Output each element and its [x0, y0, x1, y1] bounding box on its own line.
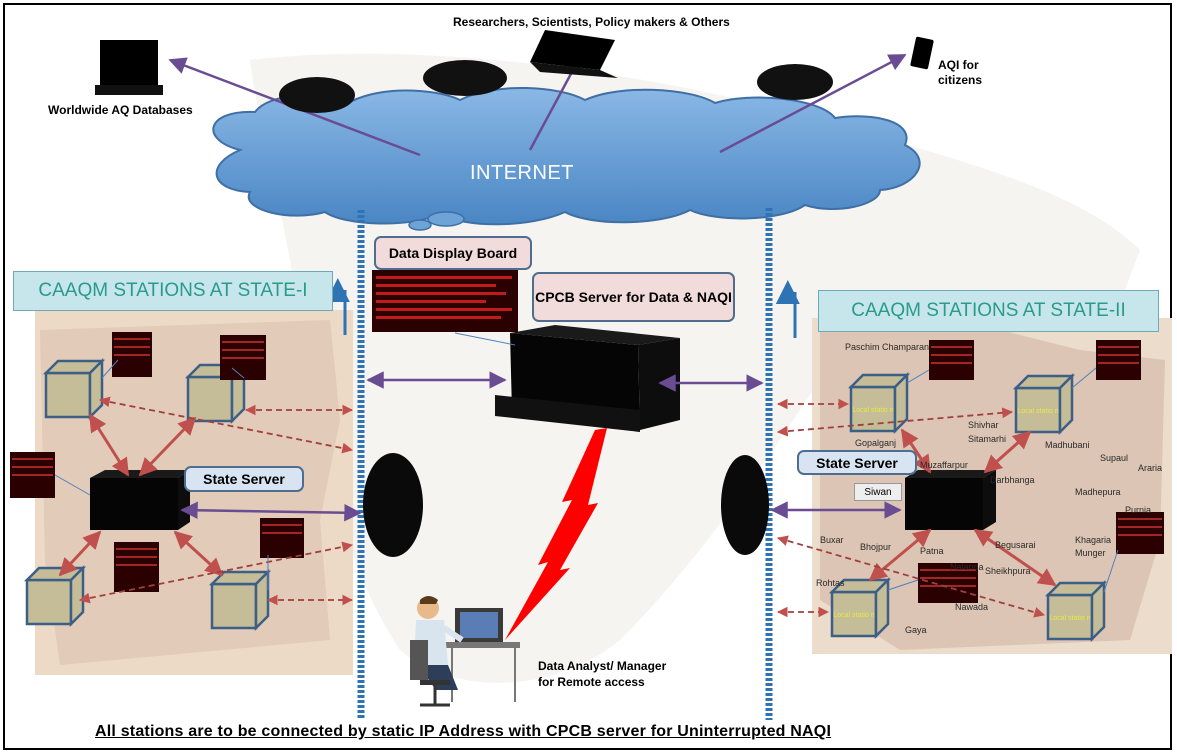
map-label: Shivhar: [968, 420, 999, 430]
map-label: Nalanda: [950, 562, 984, 572]
map-label: Sitamarhi: [968, 434, 1007, 444]
map-label: Gopalganj: [855, 438, 897, 448]
map-label: Khagaria: [1075, 535, 1112, 545]
map-label: Madhubani: [1045, 440, 1090, 450]
cpcb-server-label: CPCB Server for Data & NAQI: [532, 272, 735, 322]
person-at-computer-icon: [410, 596, 520, 707]
router-icon: [721, 455, 769, 555]
internet-label: INTERNET: [470, 162, 574, 184]
map-label: Buxar: [820, 535, 844, 545]
globe-icon: [423, 60, 507, 96]
aqi-citizens-label: AQI for citizens: [938, 58, 983, 87]
map-label: Madhepura: [1075, 487, 1121, 497]
internet-cloud: [212, 87, 921, 231]
server-rack-icon: [90, 478, 178, 530]
local-station-label: Local statio n: [1017, 407, 1059, 415]
server-rack-icon: [905, 478, 983, 530]
phone-icon: [910, 36, 934, 70]
data-display-board-label: Data Display Board: [374, 236, 532, 270]
map-label: Rohtas: [816, 578, 845, 588]
state2-banner: CAAQM STATIONS AT STATE-II: [818, 290, 1159, 332]
globe-icon: [757, 64, 833, 100]
audience-label: Researchers, Scientists, Policy makers &…: [453, 15, 730, 29]
local-station-label: Local statio n: [1049, 614, 1091, 622]
map-label: Bhojpur: [860, 542, 892, 552]
router-icon: [363, 453, 423, 557]
globe-icon: [279, 77, 355, 113]
map-label: Muzaffarpur: [920, 460, 968, 470]
server-rack-icon: [495, 325, 680, 432]
map-label: Paschim Champaran: [845, 342, 930, 352]
map-label: Supaul: [1100, 453, 1129, 463]
map-label: Nawada: [955, 602, 989, 612]
monitor-icon: [95, 40, 163, 95]
siwan-label: Siwan: [854, 483, 902, 501]
map-label: Begusarai: [995, 540, 1036, 550]
worldwide-db-label: Worldwide AQ Databases: [48, 103, 193, 117]
map-label: Gaya: [905, 625, 927, 635]
laptop-icon: [530, 30, 618, 78]
map-label: Purnia: [1125, 505, 1152, 515]
wireless-link: [505, 428, 607, 640]
state1-banner: CAAQM STATIONS AT STATE-I: [13, 271, 333, 311]
local-station-label: Local statio n: [833, 611, 875, 619]
local-station-label: Local statio n: [852, 406, 894, 414]
map-label: Munger: [1075, 548, 1106, 558]
analyst-label: Data Analyst/ Manager for Remote access: [538, 659, 667, 689]
map-label: Araria: [1138, 463, 1163, 473]
map-label: Patna: [920, 546, 944, 556]
map-label: Darbhanga: [990, 475, 1035, 485]
state-server-2-label: State Server: [797, 450, 917, 475]
bottom-note: All stations are to be connected by stat…: [95, 723, 832, 740]
map-label: Sheikhpura: [985, 566, 1031, 576]
state-server-1-label: State Server: [184, 466, 304, 492]
